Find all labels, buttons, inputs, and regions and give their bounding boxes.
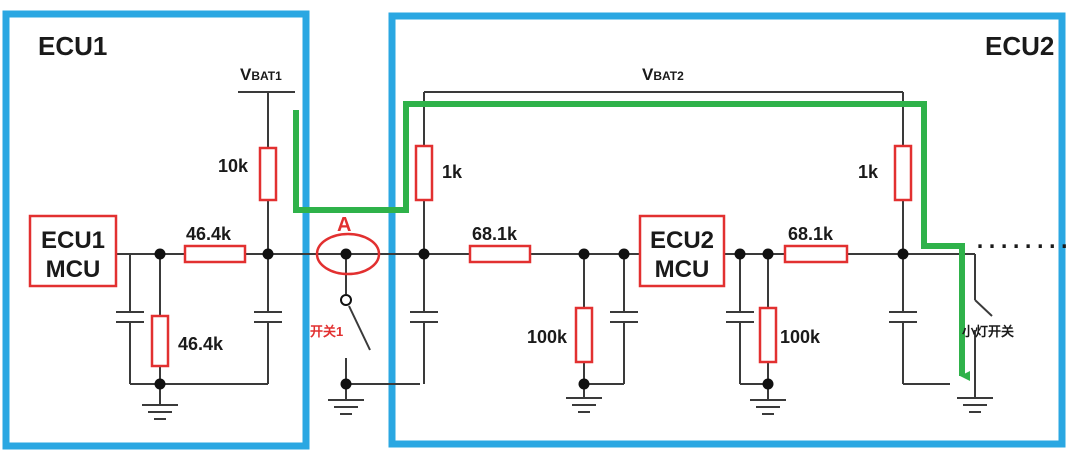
resistor-1k-right <box>893 144 913 202</box>
ecu2-mcu-box <box>638 214 726 288</box>
light-switch-label: 小灯开关 <box>962 324 1014 339</box>
resistor-1k-left <box>414 144 434 202</box>
resistor-68-1k-left <box>468 244 532 264</box>
junctions <box>154 248 909 390</box>
label-68-1k-right: 68.1k <box>788 224 834 244</box>
label-1k-right: 1k <box>858 162 879 182</box>
ecu1-boundary <box>2 10 310 450</box>
label-1k-left: 1k <box>442 162 463 182</box>
label-100k-right: 100k <box>780 327 821 347</box>
vbat1-label: VBAT1 <box>240 65 282 84</box>
ecu2-boundary <box>388 12 1066 448</box>
node-a-label: A <box>337 214 351 236</box>
resistor-100k-left <box>574 306 594 364</box>
label-46-4k-pulldown: 46.4k <box>178 334 224 354</box>
resistor-10k <box>258 146 278 202</box>
ecu1-mcu-line1: ECU1 <box>41 227 105 254</box>
resistor-46-4k-series <box>183 244 247 264</box>
ecu2-title: ECU2 <box>985 31 1054 61</box>
ecu1-mcu-box <box>28 214 118 288</box>
label-10k: 10k <box>218 156 249 176</box>
switch1-label: 开关1 <box>310 324 343 339</box>
label-100k-left: 100k <box>527 327 568 347</box>
resistor-68-1k-right <box>783 244 849 264</box>
switch1-contact <box>340 294 352 306</box>
resistor-46-4k-pulldown <box>150 314 170 368</box>
resistor-100k-right <box>758 306 778 364</box>
node-a-ellipse <box>315 232 381 276</box>
ecu2-mcu-line2: MCU <box>655 256 710 283</box>
wiring <box>116 91 993 420</box>
resistors <box>150 144 913 368</box>
ecu1-mcu-line2: MCU <box>46 256 101 283</box>
current-path <box>293 101 970 381</box>
ecu1-title: ECU1 <box>38 31 107 61</box>
label-68-1k-left: 68.1k <box>472 224 518 244</box>
vbat2-label: VBAT2 <box>642 65 684 84</box>
label-46-4k-series: 46.4k <box>186 224 232 244</box>
continuation-dots: ........ <box>974 229 1070 253</box>
ecu2-mcu-line1: ECU2 <box>650 227 714 254</box>
